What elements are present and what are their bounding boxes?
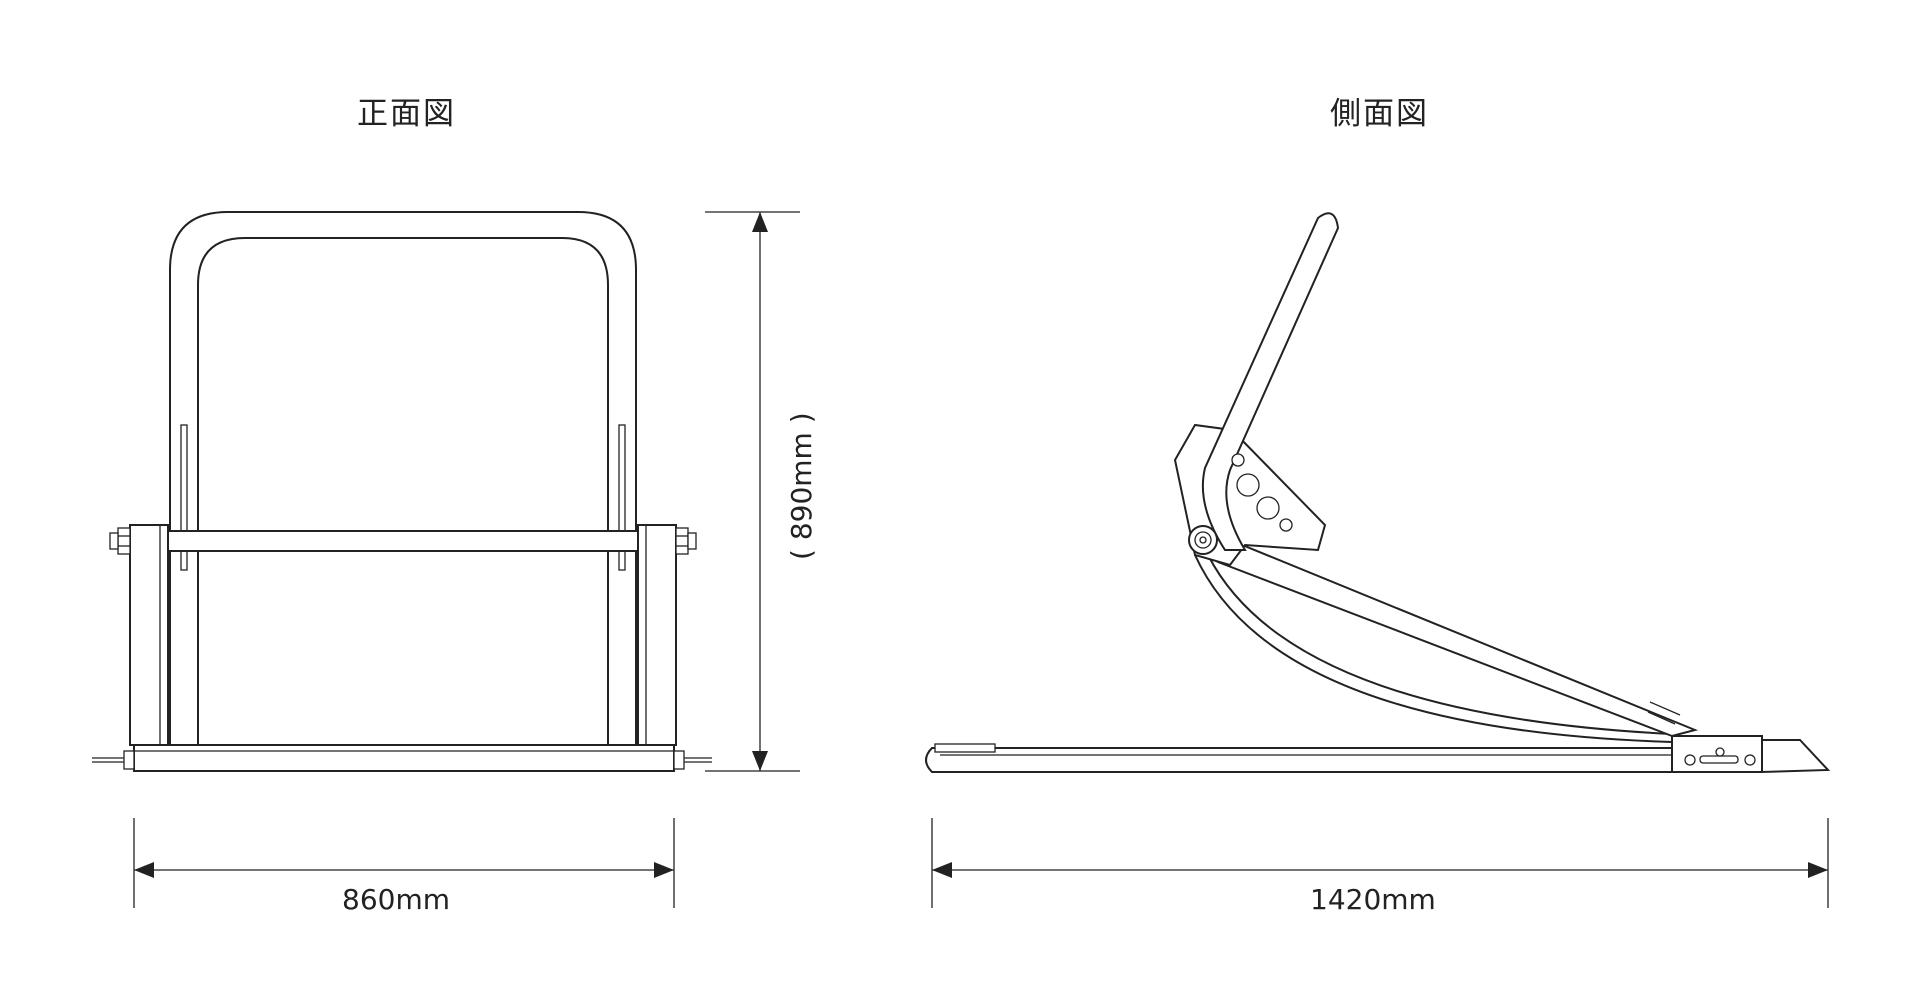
side-curved-support-inner bbox=[1207, 554, 1673, 735]
side-bracket-hole-2 bbox=[1236, 473, 1260, 497]
side-lock-bolt-2 bbox=[1744, 754, 1756, 766]
width-dimension-line bbox=[133, 818, 675, 908]
front-right-post bbox=[637, 524, 677, 746]
side-bracket-hole-3 bbox=[1256, 496, 1280, 520]
front-cross-axle bbox=[167, 530, 639, 552]
front-handle-inner bbox=[197, 237, 609, 745]
height-dimension-label: ( 890mm ) bbox=[785, 412, 818, 560]
front-handle-outer bbox=[169, 211, 637, 745]
front-right-base-pin bbox=[673, 750, 712, 770]
height-dimension-line bbox=[705, 211, 800, 772]
front-right-guide-plate bbox=[618, 424, 626, 571]
front-left-base-pin bbox=[92, 750, 135, 770]
front-base-bar bbox=[133, 744, 675, 772]
side-base-rail bbox=[925, 747, 1743, 773]
side-handle-bar bbox=[1201, 212, 1340, 551]
front-left-post bbox=[129, 524, 169, 746]
side-base-end-cap bbox=[934, 743, 996, 753]
side-view-title: 側面図 bbox=[1330, 96, 1429, 132]
front-right-axle-bolt bbox=[675, 527, 697, 555]
side-bracket-hole-4 bbox=[1279, 518, 1293, 532]
length-dimension-line bbox=[931, 818, 1829, 908]
side-lock-bolt-1 bbox=[1684, 754, 1696, 766]
side-lock-slot bbox=[1699, 755, 1739, 764]
front-left-axle-bolt bbox=[109, 527, 131, 555]
front-left-guide-plate bbox=[180, 424, 188, 571]
length-dimension-label: 1420mm bbox=[1310, 883, 1436, 916]
side-curved-support-outer bbox=[1194, 554, 1673, 743]
side-view-drawing bbox=[925, 212, 1831, 774]
width-dimension-label: 860mm bbox=[342, 883, 450, 916]
front-view-title: 正面図 bbox=[357, 96, 456, 132]
side-bracket-hole-1 bbox=[1231, 453, 1245, 467]
side-ramp-tip bbox=[1761, 739, 1831, 774]
front-view-drawing bbox=[92, 211, 712, 772]
